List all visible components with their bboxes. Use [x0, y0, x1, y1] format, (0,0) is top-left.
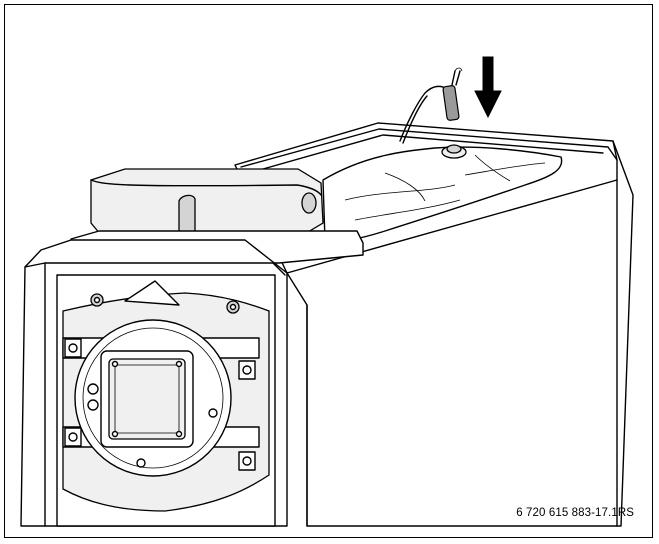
figure-frame: 6 720 615 883-17.1RS: [4, 4, 653, 538]
bolt: [90, 293, 104, 307]
boiler-illustration: [20, 56, 634, 527]
down-arrow-icon: [474, 56, 502, 119]
bolt: [226, 300, 240, 314]
front-opening: [56, 274, 276, 527]
figure-code: 6 720 615 883-17.1RS: [516, 507, 634, 519]
sensor-pocket: [441, 144, 467, 159]
temperature-sensor-icon: [399, 67, 463, 144]
insulation-blanket: [322, 146, 563, 243]
